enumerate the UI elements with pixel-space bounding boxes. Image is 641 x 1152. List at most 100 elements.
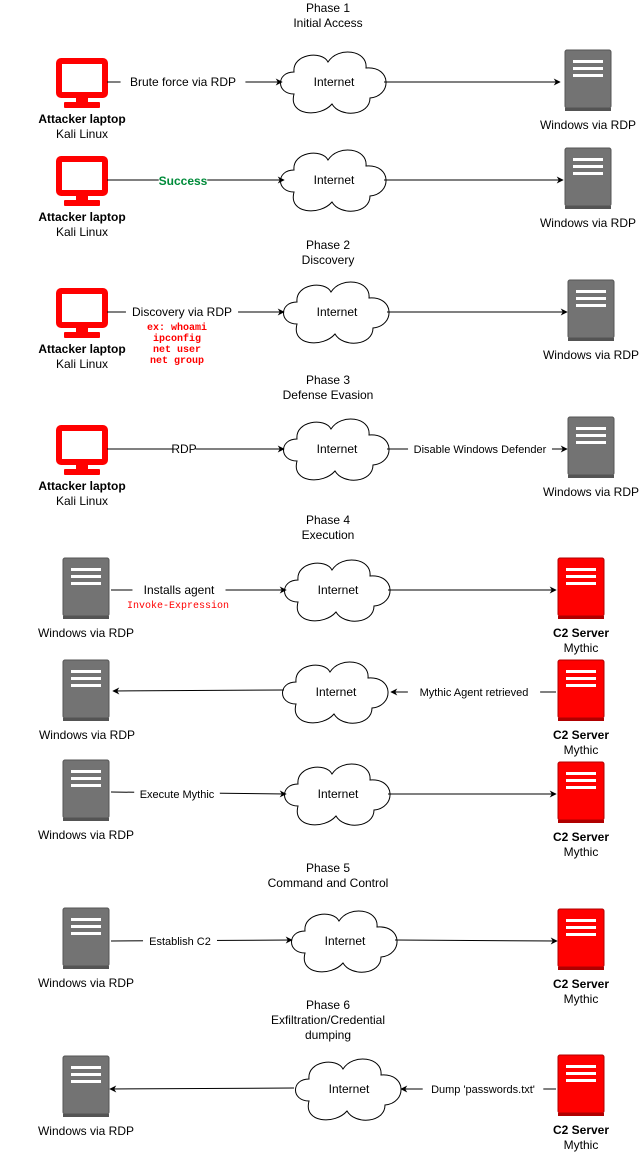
discovery-command: ex: whoami	[147, 322, 207, 334]
cloud-icon	[284, 763, 391, 826]
server-foot	[565, 108, 611, 111]
server-foot	[568, 475, 614, 478]
server-body	[557, 557, 605, 617]
server-foot	[63, 818, 109, 821]
discovery-label: Discovery via RDP	[132, 305, 232, 319]
server-slot	[573, 74, 603, 77]
phase-1-name: Initial Access	[293, 16, 362, 30]
windows-2-label: Windows via RDP	[540, 216, 636, 230]
windows-4-server-icon	[567, 416, 615, 478]
phase-3-name: Defense Evasion	[283, 388, 374, 402]
server-slot	[573, 172, 603, 175]
server-slot	[566, 568, 596, 571]
c2-3-server-icon	[557, 761, 605, 823]
internet-cloud-2: Internet	[280, 149, 387, 212]
internet-label: Internet	[318, 583, 359, 597]
server-slot	[576, 427, 606, 430]
windows-5-server-icon	[62, 557, 110, 619]
server-foot	[63, 718, 109, 721]
server-slot	[566, 677, 596, 680]
phase-6-number: Phase 6	[306, 998, 350, 1012]
success-label-background	[158, 175, 208, 189]
server-slot	[566, 1072, 596, 1075]
server-slot	[71, 1073, 101, 1076]
c2-5-name: C2 Server	[553, 1123, 609, 1137]
cloud-icon	[284, 559, 391, 622]
internet-cloud-5: Internet	[284, 559, 391, 622]
c2-1-framework: Mythic	[564, 641, 599, 655]
monitor-base	[64, 200, 100, 206]
c2-2-server-icon	[557, 659, 605, 721]
server-body	[557, 659, 605, 719]
server-slot	[576, 297, 606, 300]
windows-8-label: Windows via RDP	[38, 976, 134, 990]
phase-2-number: Phase 2	[306, 238, 350, 252]
server-slot	[71, 670, 101, 673]
execute-mythic-label: Execute Mythic	[140, 789, 215, 801]
server-body	[62, 1055, 110, 1115]
c2-5-server-icon	[557, 1054, 605, 1116]
server-slot	[576, 441, 606, 444]
server-foot	[63, 1114, 109, 1117]
server-body	[62, 557, 110, 617]
internet-to-windows-9-arrow	[109, 1085, 295, 1093]
attacker-1-os: Kali Linux	[56, 127, 108, 141]
c2-1-server-icon	[557, 557, 605, 619]
phase-2-name: Discovery	[302, 253, 355, 267]
monitor-base	[64, 469, 100, 475]
discovery-command: net user	[153, 345, 201, 356]
brute-force-label-background	[120, 76, 246, 90]
server-slot	[71, 575, 101, 578]
server-slot	[566, 582, 596, 585]
brute-force-label: Brute force via RDP	[130, 75, 236, 89]
c2-4-framework: Mythic	[564, 992, 599, 1006]
server-foot	[63, 616, 109, 619]
monitor-neck	[76, 465, 88, 471]
server-body	[567, 279, 615, 339]
phase-4-number: Phase 4	[306, 513, 350, 527]
server-slot	[566, 684, 596, 687]
monitor-screen	[56, 288, 108, 328]
internet-cloud-8: Internet	[291, 910, 398, 973]
attacker-2-os: Kali Linux	[56, 225, 108, 239]
server-slot	[566, 919, 596, 922]
windows-9-server-icon	[62, 1055, 110, 1117]
internet-label: Internet	[314, 173, 355, 187]
agent-retrieved-label-background	[407, 687, 541, 700]
dump-passwords-label: Dump 'passwords.txt'	[431, 1084, 535, 1096]
server-foot	[558, 616, 604, 619]
server-foot	[565, 206, 611, 209]
disable-defender-label: Disable Windows Defender	[414, 444, 547, 456]
windows-7-server-icon	[62, 759, 110, 821]
cloud-icon	[280, 51, 387, 114]
windows-1-label: Windows via RDP	[540, 118, 636, 132]
monitor-base	[64, 332, 100, 338]
monitor-base	[64, 102, 100, 108]
c2-2-name: C2 Server	[553, 728, 609, 742]
windows-2-server-icon	[564, 147, 612, 209]
server-body	[62, 659, 110, 719]
attacker-4-laptop-icon	[56, 425, 108, 475]
server-slot	[71, 677, 101, 680]
monitor-neck	[76, 196, 88, 202]
establish-c2-label-background	[143, 936, 217, 949]
attacker-2-laptop-icon	[56, 156, 108, 206]
server-slot	[566, 575, 596, 578]
server-slot	[573, 158, 603, 161]
c2-1-name: C2 Server	[553, 626, 609, 640]
phase-5-name: Command and Control	[268, 876, 389, 890]
attacker-1-name: Attacker laptop	[38, 112, 125, 126]
internet-label: Internet	[318, 787, 359, 801]
cloud-icon	[283, 418, 390, 481]
server-slot	[566, 1079, 596, 1082]
attacker-2-name: Attacker laptop	[38, 210, 125, 224]
server-slot	[576, 304, 606, 307]
internet-to-c2-4-arrow	[394, 937, 558, 945]
cloud-icon	[283, 281, 390, 344]
install-command: Invoke-Expression	[127, 600, 229, 612]
establish-c2-label: Establish C2	[149, 936, 211, 948]
server-foot	[558, 820, 604, 823]
windows-7-label: Windows via RDP	[38, 828, 134, 842]
success-label: Success	[159, 174, 208, 188]
